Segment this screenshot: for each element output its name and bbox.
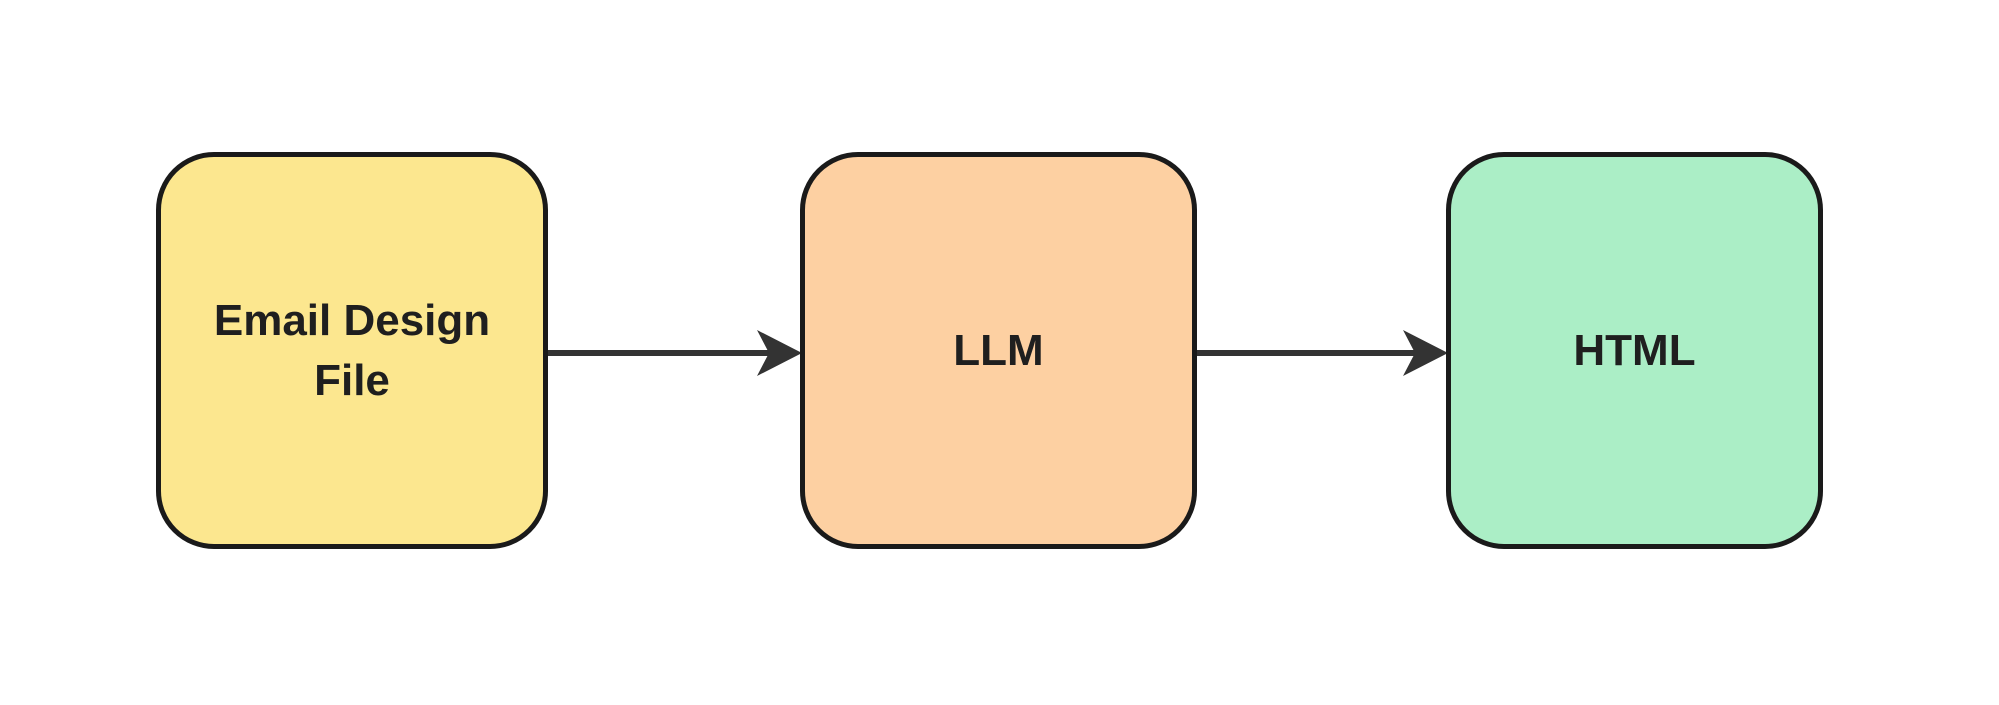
node-llm: LLM bbox=[800, 152, 1197, 549]
node-label: Email Design File bbox=[213, 296, 491, 405]
node-label: HTML bbox=[1573, 325, 1696, 375]
node-label: LLM bbox=[953, 325, 1044, 375]
arrowhead-icon bbox=[757, 330, 802, 376]
node-html: HTML bbox=[1446, 152, 1823, 549]
arrow-llm-to-html bbox=[1197, 330, 1448, 376]
arrowhead-icon bbox=[1403, 330, 1448, 376]
arrow-email-to-llm bbox=[548, 330, 802, 376]
node-email-design-file: Email Design File bbox=[156, 152, 548, 549]
